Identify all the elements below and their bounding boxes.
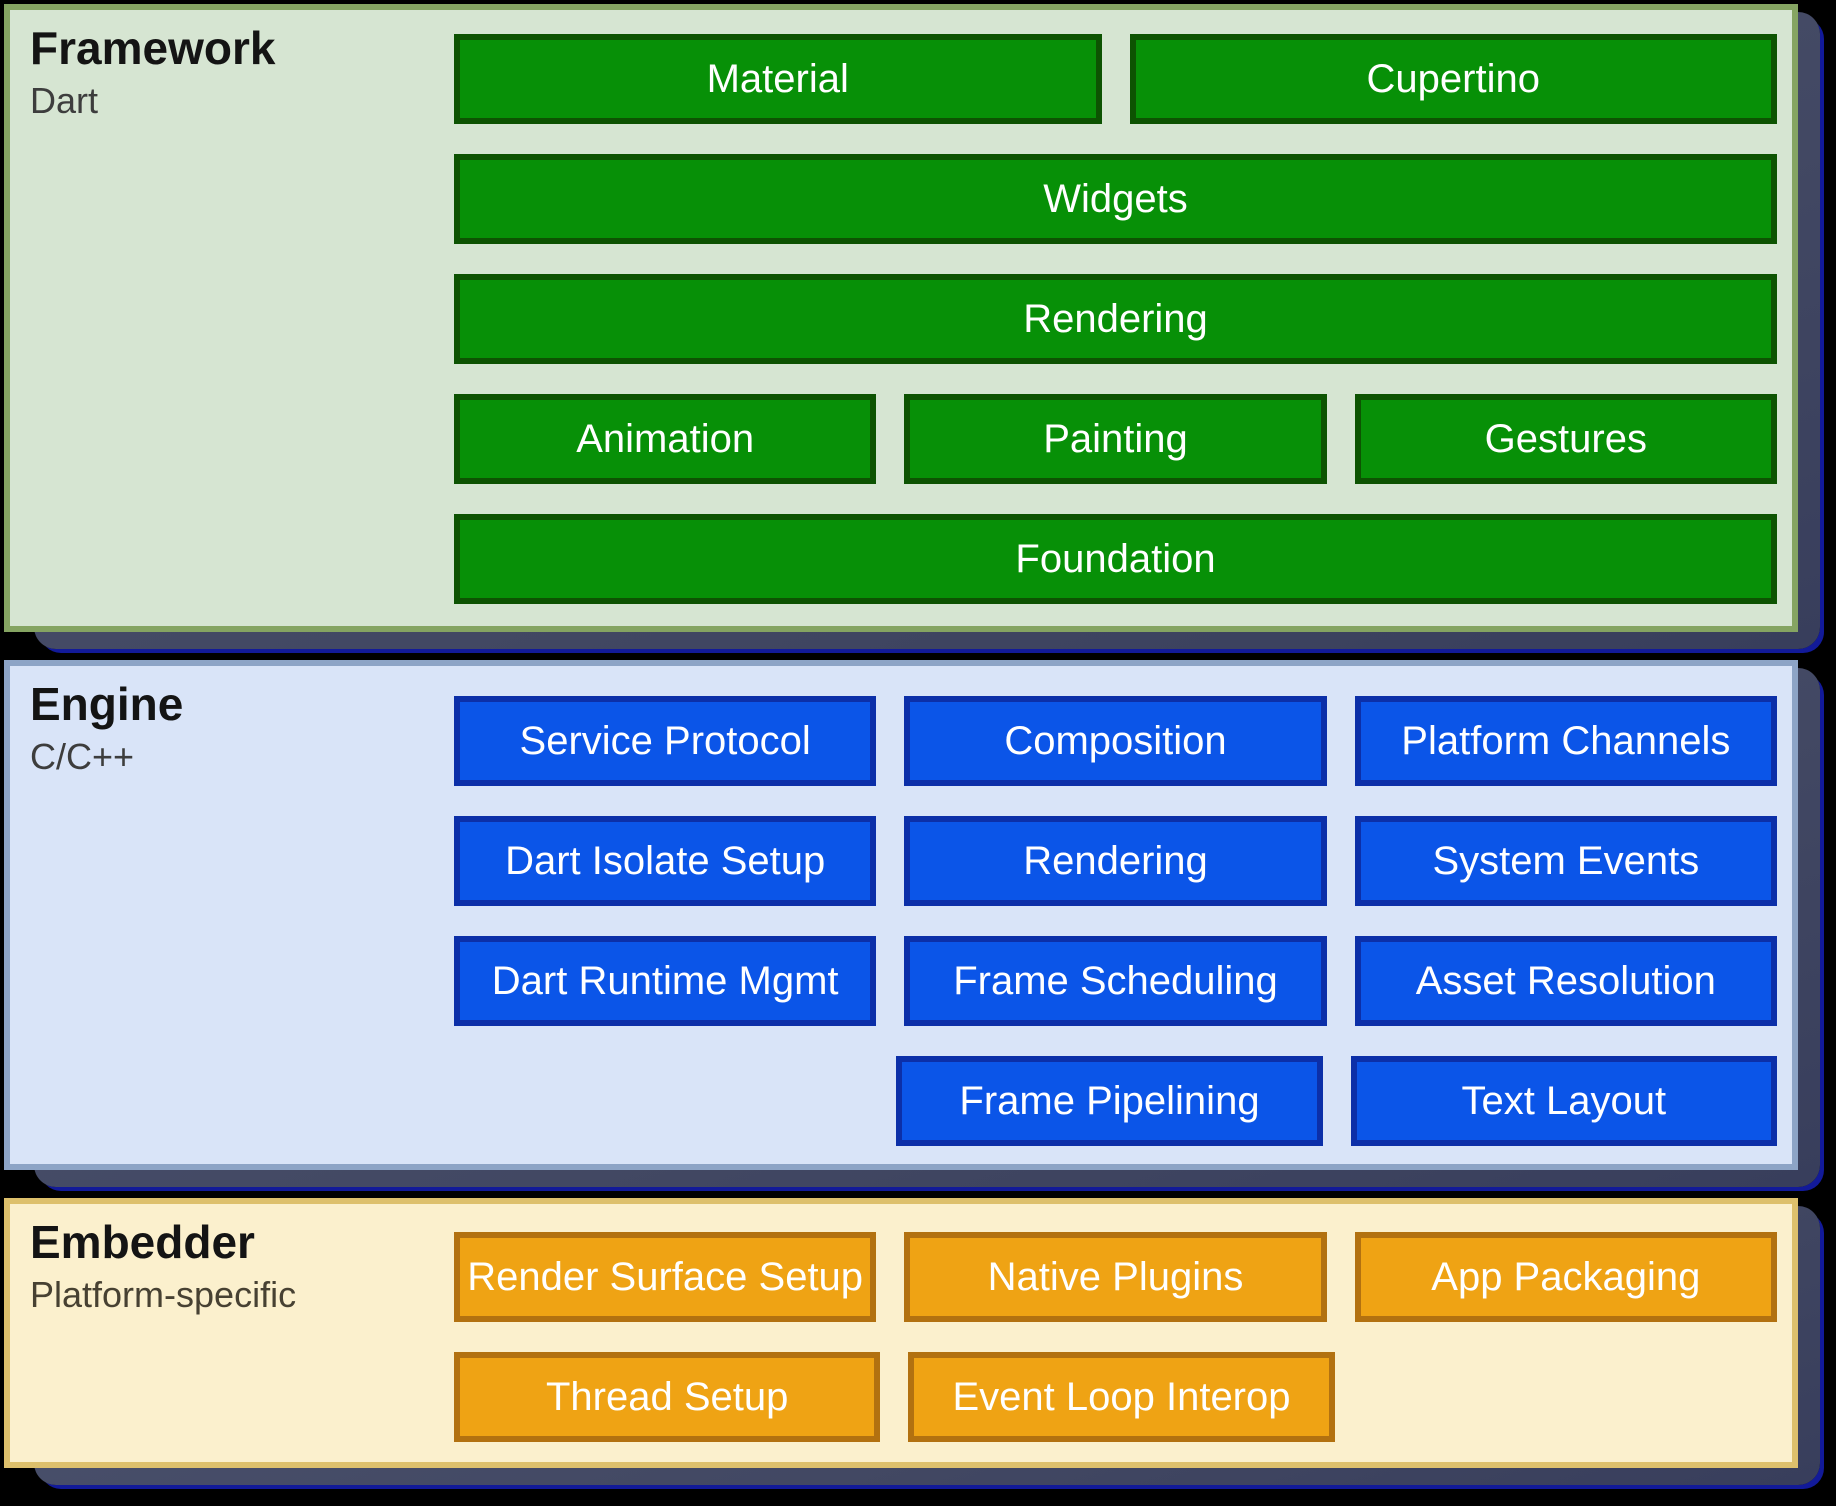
section-embedder: Embedder Platform-specific Render Surfac…: [4, 1198, 1820, 1485]
engine-row-2: Dart Isolate Setup Rendering System Even…: [454, 816, 1777, 906]
engine-title: Engine: [30, 678, 184, 730]
block-thread-setup: Thread Setup: [454, 1352, 881, 1442]
embedder-blocks: Render Surface Setup Native Plugins App …: [454, 1232, 1777, 1442]
embedder-subtitle: Platform-specific: [30, 1273, 297, 1315]
block-event-loop-interop: Event Loop Interop: [908, 1352, 1335, 1442]
engine-blocks: Service Protocol Composition Platform Ch…: [454, 696, 1777, 1146]
framework-row-4: Animation Painting Gestures: [454, 394, 1777, 484]
block-rendering-framework: Rendering: [454, 274, 1777, 364]
engine-row-4: Frame Pipelining Text Layout: [454, 1056, 1777, 1146]
block-platform-channels: Platform Channels: [1354, 696, 1777, 786]
block-text-layout: Text Layout: [1350, 1056, 1777, 1146]
block-gestures: Gestures: [1354, 394, 1777, 484]
block-system-events: System Events: [1354, 816, 1777, 906]
block-app-packaging: App Packaging: [1354, 1232, 1777, 1322]
block-widgets: Widgets: [454, 154, 1777, 244]
embedder-row-1: Render Surface Setup Native Plugins App …: [454, 1232, 1777, 1322]
embedder-panel: Embedder Platform-specific Render Surfac…: [4, 1198, 1798, 1468]
block-dart-isolate-setup: Dart Isolate Setup: [454, 816, 877, 906]
section-engine: Engine C/C++ Service Protocol Compositio…: [4, 660, 1820, 1187]
engine-row-1: Service Protocol Composition Platform Ch…: [454, 696, 1777, 786]
engine-label: Engine C/C++: [30, 678, 183, 776]
section-framework: Framework Dart Material Cupertino Widget…: [4, 4, 1820, 649]
block-rendering-engine: Rendering: [904, 816, 1327, 906]
block-native-plugins: Native Plugins: [904, 1232, 1327, 1322]
framework-row-3: Rendering: [454, 274, 1777, 364]
block-frame-pipelining: Frame Pipelining: [896, 1056, 1323, 1146]
embedder-title: Embedder: [30, 1216, 255, 1268]
block-asset-resolution: Asset Resolution: [1354, 936, 1777, 1026]
block-render-surface-setup: Render Surface Setup: [454, 1232, 877, 1322]
block-cupertino: Cupertino: [1129, 34, 1777, 124]
framework-panel: Framework Dart Material Cupertino Widget…: [4, 4, 1798, 632]
block-dart-runtime-mgmt: Dart Runtime Mgmt: [454, 936, 877, 1026]
block-material: Material: [454, 34, 1102, 124]
framework-subtitle: Dart: [30, 79, 99, 121]
block-composition: Composition: [904, 696, 1327, 786]
block-service-protocol: Service Protocol: [454, 696, 877, 786]
framework-row-5: Foundation: [454, 514, 1777, 604]
framework-blocks: Material Cupertino Widgets Rendering Ani…: [454, 34, 1777, 604]
engine-panel: Engine C/C++ Service Protocol Compositio…: [4, 660, 1798, 1170]
framework-label: Framework Dart: [30, 22, 275, 120]
embedder-row-2: Thread Setup Event Loop Interop: [454, 1352, 1777, 1442]
framework-title: Framework: [30, 22, 276, 74]
embedder-label: Embedder Platform-specific: [30, 1216, 296, 1314]
engine-subtitle: C/C++: [30, 735, 135, 777]
framework-row-1: Material Cupertino: [454, 34, 1777, 124]
block-animation: Animation: [454, 394, 877, 484]
engine-row-3: Dart Runtime Mgmt Frame Scheduling Asset…: [454, 936, 1777, 1026]
block-foundation: Foundation: [454, 514, 1777, 604]
block-frame-scheduling: Frame Scheduling: [904, 936, 1327, 1026]
block-painting: Painting: [904, 394, 1327, 484]
framework-row-2: Widgets: [454, 154, 1777, 244]
